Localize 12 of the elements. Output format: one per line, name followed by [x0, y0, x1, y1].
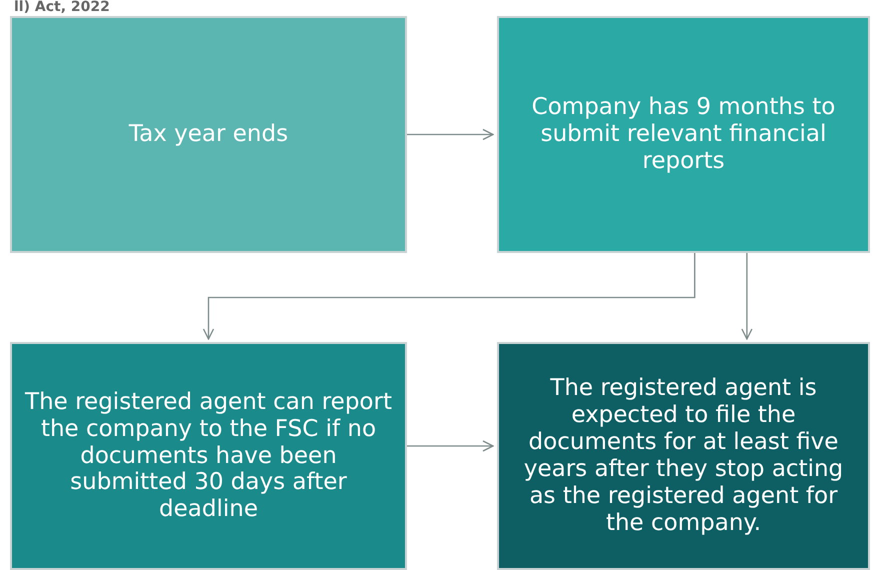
- arrow: [741, 253, 753, 340]
- box-text: Company has 9 months to submit relevant financial reports: [530, 94, 836, 175]
- process-box: [10, 16, 407, 253]
- process-box: [497, 16, 870, 253]
- box-text: The registered agent is expected to file the documents for at least five years after they stop acting as the registered agent for the company.: [522, 375, 844, 537]
- process-box: [497, 342, 870, 570]
- box-text: The registered agent can report the company to the FSC if no documents have been submitted 30 days after deadline: [24, 388, 393, 524]
- process-box: [10, 342, 407, 570]
- arrow: [407, 440, 494, 452]
- arrow: [407, 128, 494, 140]
- arrow: [202, 253, 696, 340]
- box-text: Tax year ends: [128, 121, 290, 148]
